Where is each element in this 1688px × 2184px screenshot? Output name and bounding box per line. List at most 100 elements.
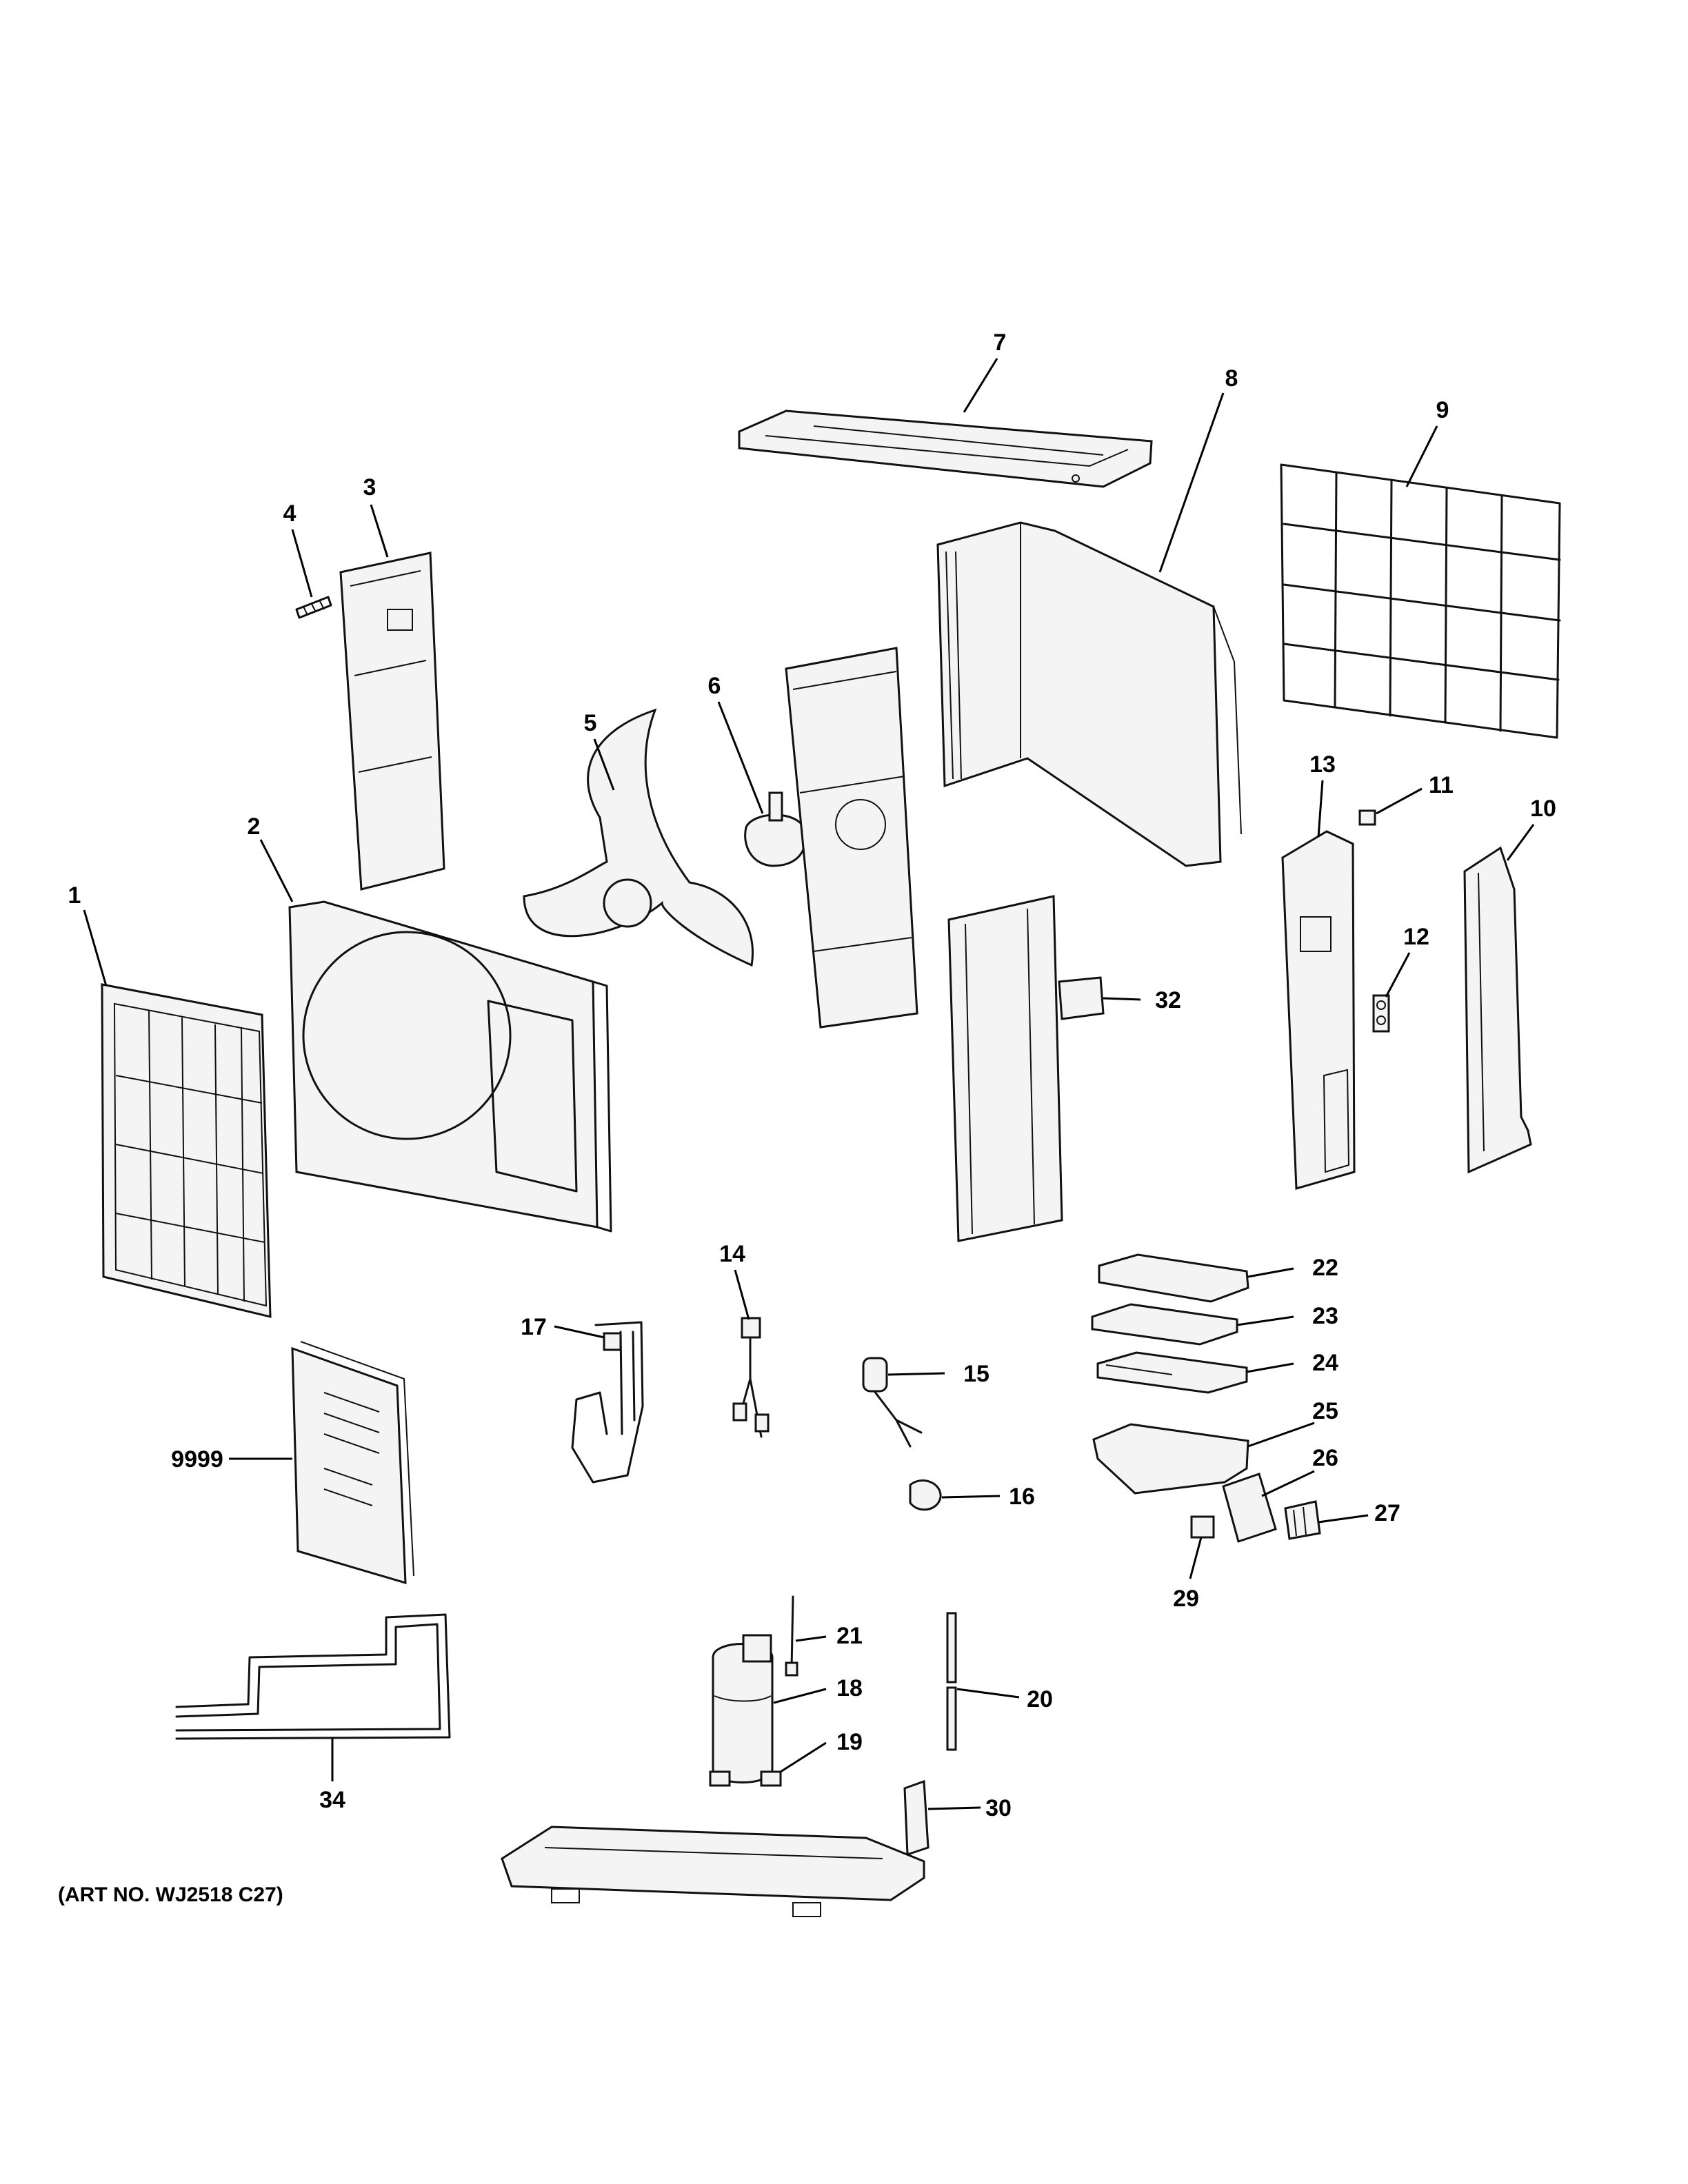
callout-1: 1 xyxy=(68,882,81,909)
part-15-reversing-valve xyxy=(862,1357,923,1448)
callout-11: 11 xyxy=(1429,772,1454,798)
part-22-control-box-cover xyxy=(1098,1253,1249,1303)
leader-19 xyxy=(780,1741,827,1773)
leader-23 xyxy=(1236,1315,1294,1326)
part-25-control-box-base xyxy=(1092,1423,1249,1495)
callout-34: 34 xyxy=(319,1787,345,1813)
part-10-valve-cover xyxy=(1463,846,1532,1174)
callout-6: 6 xyxy=(708,673,721,699)
part-20-sensor xyxy=(946,1612,957,1751)
part-14-sensor-harness xyxy=(732,1317,770,1438)
part-3-side-panel xyxy=(339,552,445,891)
part-9-wire-guard xyxy=(1280,463,1561,739)
leader-26 xyxy=(1261,1470,1315,1497)
leader-20 xyxy=(956,1688,1020,1699)
leader-27 xyxy=(1318,1514,1369,1524)
leader-6 xyxy=(717,701,764,814)
callout-13: 13 xyxy=(1309,751,1336,778)
leader-25 xyxy=(1247,1422,1315,1448)
part-1-front-grille xyxy=(101,983,272,1318)
callout-27: 27 xyxy=(1374,1500,1400,1526)
leader-10 xyxy=(1506,824,1535,861)
callout-5: 5 xyxy=(584,710,597,736)
leader-lines xyxy=(83,358,1535,1810)
leader-7 xyxy=(963,358,998,413)
leader-1 xyxy=(83,909,108,987)
callout-7: 7 xyxy=(994,330,1007,356)
leader-22 xyxy=(1247,1267,1294,1278)
leader-29 xyxy=(1189,1537,1203,1579)
callout-3: 3 xyxy=(363,474,376,501)
callout-9: 9 xyxy=(1436,397,1449,423)
part-29-relay xyxy=(1190,1515,1215,1539)
part-30-bracket xyxy=(903,1779,930,1857)
motor-bracket xyxy=(785,647,918,1029)
callout-14: 14 xyxy=(719,1241,745,1267)
part-11-clip xyxy=(1358,809,1376,826)
center-partition xyxy=(947,895,1063,1242)
leader-24 xyxy=(1246,1362,1294,1373)
leader-15 xyxy=(887,1372,945,1376)
leader-18 xyxy=(773,1688,827,1704)
part-26-terminal-board xyxy=(1222,1473,1277,1543)
part-19-compressor-feet xyxy=(709,1770,782,1787)
callout-18: 18 xyxy=(836,1675,863,1701)
part-9999-manual xyxy=(291,1341,414,1585)
part-24-pcb xyxy=(1096,1351,1248,1394)
part-17-piping-assembly xyxy=(571,1321,644,1484)
callout-12: 12 xyxy=(1403,924,1429,950)
callout-24: 24 xyxy=(1312,1350,1338,1376)
callout-29: 29 xyxy=(1173,1586,1199,1612)
leader-13 xyxy=(1317,780,1324,838)
part-32-reactor xyxy=(1058,976,1105,1020)
callout-26: 26 xyxy=(1312,1445,1338,1471)
callout-17: 17 xyxy=(521,1314,547,1340)
leader-8 xyxy=(1158,392,1225,573)
callout-22: 22 xyxy=(1312,1255,1338,1281)
part-7-top-cover xyxy=(738,410,1153,488)
part-21-compressor-wire xyxy=(785,1595,798,1677)
leader-32 xyxy=(1103,997,1141,1001)
callout-19: 19 xyxy=(836,1729,863,1755)
base-pan xyxy=(501,1826,925,1917)
leader-4 xyxy=(291,529,313,598)
callout-23: 23 xyxy=(1312,1303,1338,1329)
callout-25: 25 xyxy=(1312,1398,1338,1424)
leader-14 xyxy=(734,1269,750,1320)
callout-10: 10 xyxy=(1530,796,1556,822)
callout-20: 20 xyxy=(1027,1686,1053,1712)
part-8-condenser-coil xyxy=(936,521,1242,867)
part-34-heater-tube xyxy=(175,1613,451,1740)
callout-32: 32 xyxy=(1155,987,1181,1013)
callout-labels: 1 2 3 4 5 6 7 8 9 10 11 12 13 14 15 16 1… xyxy=(68,330,1556,1821)
part-16-valve xyxy=(909,1479,942,1511)
callout-9999: 9999 xyxy=(171,1446,223,1473)
leader-9 xyxy=(1405,425,1438,487)
leader-21 xyxy=(795,1635,827,1642)
part-5-fan-blade xyxy=(523,708,754,967)
leader-16 xyxy=(941,1495,1001,1499)
callout-2: 2 xyxy=(248,813,261,840)
part-23-board-frame xyxy=(1091,1303,1238,1346)
part-27-terminal-block xyxy=(1284,1500,1321,1540)
leader-5 xyxy=(593,738,615,791)
callout-30: 30 xyxy=(985,1795,1012,1821)
leader-11 xyxy=(1376,787,1423,815)
callout-15: 15 xyxy=(963,1361,989,1387)
callout-8: 8 xyxy=(1225,365,1238,392)
part-13-right-side-panel xyxy=(1281,830,1356,1190)
leader-17 xyxy=(554,1325,605,1339)
part-18-compressor xyxy=(712,1634,774,1783)
part-6-fan-motor xyxy=(744,791,807,867)
leader-30 xyxy=(927,1806,981,1810)
leader-12 xyxy=(1385,952,1411,998)
callout-16: 16 xyxy=(1009,1484,1035,1510)
callout-21: 21 xyxy=(836,1623,863,1649)
leader-3 xyxy=(370,504,389,558)
part-4-spring xyxy=(295,596,332,619)
leader-2 xyxy=(259,839,294,902)
art-number-label: (ART NO. WJ2518 C27) xyxy=(58,1883,283,1906)
part-12-terminal-plate xyxy=(1372,994,1390,1033)
part-2-front-panel xyxy=(288,900,612,1233)
